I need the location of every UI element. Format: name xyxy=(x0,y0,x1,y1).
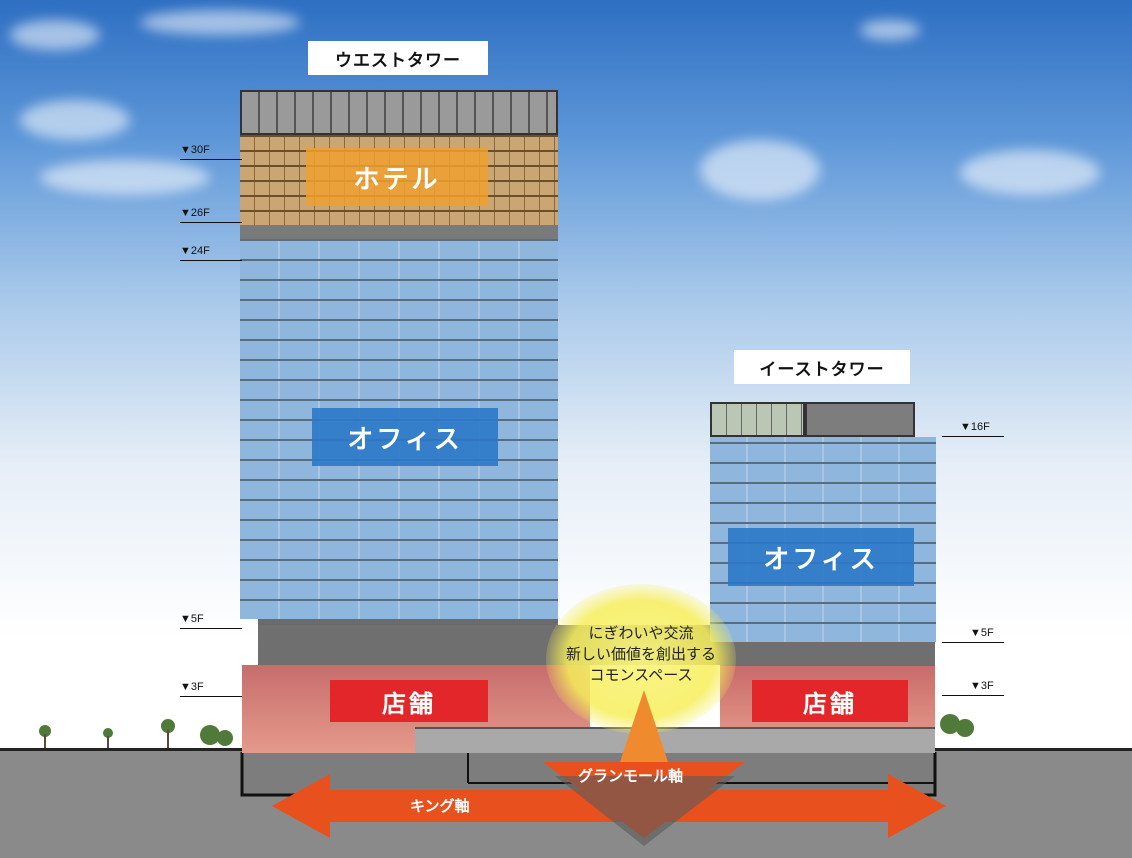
cloud xyxy=(40,160,210,195)
cloud xyxy=(20,100,130,140)
commons-line-1: にぎわいや交流 xyxy=(588,624,694,642)
west-tower-title: ウエストタワー xyxy=(308,41,488,75)
west-tower-band xyxy=(240,225,558,239)
floor-line xyxy=(942,642,1004,643)
west-tower-podium xyxy=(258,619,558,630)
commons-text: にぎわいや交流 新しい価値を創出する コモンスペース xyxy=(530,623,752,686)
floor-mark-5f-east: ▼5F xyxy=(970,627,994,639)
grand-mall-axis-label: グランモール軸 xyxy=(578,767,684,785)
floor-line xyxy=(180,260,242,261)
floor-mark-3f-east: ▼3F xyxy=(970,680,994,692)
floor-mark-30f: ▼30F xyxy=(180,144,210,156)
floor-mark-24f: ▼24F xyxy=(180,245,210,257)
cloud xyxy=(700,140,820,200)
concourse xyxy=(415,727,935,753)
commons-line-2: 新しい価値を創出する xyxy=(565,645,716,663)
commons-line-3: コモンスペース xyxy=(589,666,693,684)
cloud xyxy=(10,20,100,50)
west-tower-crown xyxy=(240,90,558,135)
east-retail-label: 店舗 xyxy=(752,680,908,722)
tree-icon xyxy=(39,714,974,748)
east-tower-crown xyxy=(710,402,805,437)
east-office-label: オフィス xyxy=(728,528,914,586)
east-podium-grey xyxy=(720,640,935,666)
floor-mark-5f: ▼5F xyxy=(180,613,204,625)
floor-line xyxy=(942,695,1004,696)
east-tower-title: イーストタワー xyxy=(734,350,910,384)
floor-line xyxy=(180,159,242,160)
west-retail-label: 店舗 xyxy=(330,680,488,722)
cloud xyxy=(960,150,1100,195)
west-hotel-label: ホテル xyxy=(306,148,488,206)
floor-line xyxy=(180,222,242,223)
west-tower xyxy=(240,90,558,630)
floor-mark-26f: ▼26F xyxy=(180,207,210,219)
floor-mark-16f: ▼16F xyxy=(960,421,990,433)
west-tower-office-section xyxy=(240,239,558,619)
king-axis-label: キング軸 xyxy=(410,797,470,815)
floor-line xyxy=(180,628,242,629)
west-office-label: オフィス xyxy=(312,408,498,466)
floor-line xyxy=(942,436,1004,437)
floor-line xyxy=(180,696,242,697)
cloud xyxy=(860,20,920,40)
grand-mall-axis-arrow-up xyxy=(620,690,668,762)
grand-mall-axis-shadow xyxy=(555,776,735,846)
east-tower-top-grey xyxy=(805,402,915,437)
floor-mark-3f: ▼3F xyxy=(180,681,204,693)
cloud xyxy=(140,10,300,35)
